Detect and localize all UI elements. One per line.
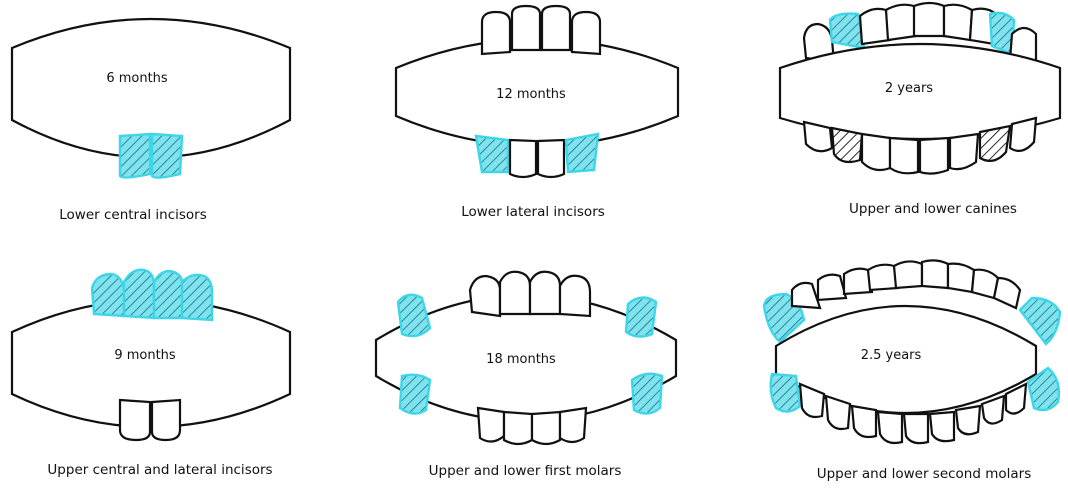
lower-tooth [798,382,826,419]
lower-tooth [918,136,950,175]
new-lower-first-molar [630,372,664,415]
new-upper-first-molar [624,296,658,338]
new-lower-second-molar [769,372,802,413]
lower-tooth [118,398,152,442]
stage-12-months: 12 months Lower lateral incisors [394,4,680,220]
lower-tooth [954,404,982,436]
upper-tooth [992,276,1022,310]
stage-18-months: 18 months Upper and lower first molars [374,270,678,479]
lower-tooth [1008,116,1038,153]
upper-tooth [468,274,502,318]
stage-caption: Upper and lower second molars [817,466,1032,482]
lower-tooth [558,406,588,444]
new-upper-incisor [152,269,184,320]
upper-tooth [498,270,532,316]
age-label: 2.5 years [861,348,922,363]
upper-tooth [558,274,592,318]
lower-tooth [508,138,538,179]
lower-tooth [876,410,904,445]
new-upper-canine [828,12,866,50]
new-lower-central-incisor [150,132,184,179]
upper-tooth [920,259,950,290]
stage-2-5-years: 2.5 years Upper and lower second molars [762,259,1062,482]
new-upper-first-molar [396,293,432,338]
lower-tooth [802,120,834,153]
upper-tooth [942,3,974,42]
new-upper-incisor [180,273,214,322]
lower-tooth [150,398,182,442]
upper-tooth [528,270,562,316]
new-lower-lateral-incisor [474,134,510,174]
lower-tooth [1004,382,1028,415]
age-label: 9 months [114,348,176,363]
upper-tooth [912,1,946,38]
upper-tooth [946,262,976,294]
new-lower-first-molar [398,373,432,415]
new-upper-second-molar [1018,296,1062,346]
new-upper-incisor [122,268,156,320]
new-lower-central-incisor [118,132,152,179]
lower-tooth [850,404,878,439]
new-lower-second-molar [1026,366,1061,412]
new-lower-lateral-incisor [564,132,600,174]
stage-caption: Upper central and lateral incisors [47,462,272,478]
lower-tooth [824,394,852,431]
new-upper-canine [988,11,1016,56]
stage-caption: Upper and lower first molars [429,463,622,479]
age-label: 12 months [496,87,566,102]
upper-tooth [480,10,512,56]
upper-tooth [892,260,924,290]
age-label: 6 months [106,71,168,86]
stage-caption: Lower central incisors [59,207,207,223]
upper-tooth [540,4,572,52]
lower-tooth [536,138,566,179]
lower-tooth [502,410,534,446]
upper-tooth [510,4,542,52]
lower-tooth [980,394,1006,425]
stage-caption: Upper and lower canines [849,201,1017,217]
lower-tooth [948,132,980,171]
lower-tooth [860,132,892,172]
new-upper-incisor [90,272,126,318]
age-label: 18 months [486,352,556,367]
stage-9-months: 9 months Upper central and lateral incis… [10,268,292,478]
lower-tooth [888,136,920,175]
lower-tooth [902,412,930,445]
upper-tooth [816,273,848,302]
stage-caption: Lower lateral incisors [461,204,605,220]
lower-tooth [530,410,562,446]
new-lower-canine [978,124,1012,163]
stage-6-months: 6 months Lower central incisors [10,17,292,223]
lower-tooth [476,406,506,443]
age-label: 2 years [885,81,933,96]
lower-tooth [928,410,956,443]
upper-tooth [790,281,822,310]
stage-2-years: 2 years Upper and lower canines [778,1,1062,217]
upper-tooth [570,10,602,56]
upper-tooth [884,3,918,42]
mouth-outline [10,17,292,159]
new-lower-canine [830,126,864,164]
